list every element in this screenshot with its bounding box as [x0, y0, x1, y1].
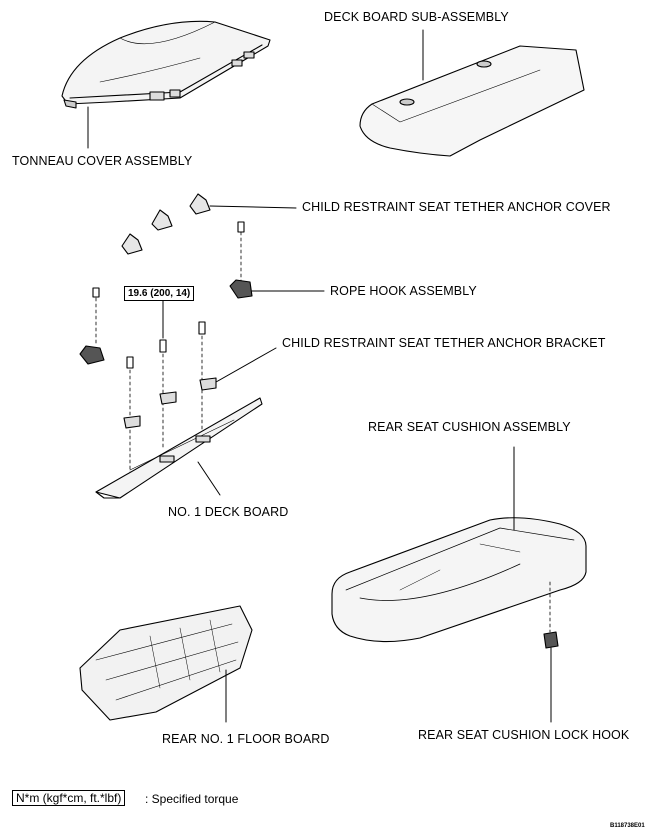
tonneau-cover-part — [61, 20, 271, 149]
torque-spec-box: 19.6 (200, 14) — [124, 286, 195, 301]
deck-board-sub-part — [359, 29, 585, 157]
label-no1-deck-board: NO. 1 DECK BOARD — [168, 505, 289, 519]
rear-no1-floor-board-part — [79, 605, 253, 723]
bolts-and-brackets — [123, 299, 277, 479]
label-tonneau-cover-assembly: TONNEAU COVER ASSEMBLY — [12, 154, 193, 168]
rope-hook-part — [79, 221, 325, 365]
label-rear-seat-cushion-lock-hook: REAR SEAT CUSHION LOCK HOOK — [418, 728, 630, 742]
label-deck-board-sub-assembly: DECK BOARD SUB-ASSEMBLY — [324, 10, 509, 24]
legend-unit-box: N*m (kgf*cm, ft.*lbf) — [12, 790, 126, 806]
label-rear-seat-cushion-assembly: REAR SEAT CUSHION ASSEMBLY — [368, 420, 571, 434]
no1-deck-board-part — [95, 397, 263, 499]
label-rear-no1-floor-board: REAR NO. 1 FLOOR BOARD — [162, 732, 330, 746]
tether-anchor-covers — [121, 193, 297, 255]
legend-description: : Specified torque — [145, 792, 239, 806]
figure-reference-code: B118738E01 — [610, 823, 645, 829]
label-rope-hook-assembly: ROPE HOOK ASSEMBLY — [330, 284, 477, 298]
rear-seat-cushion-part — [331, 446, 587, 723]
label-tether-anchor-cover: CHILD RESTRAINT SEAT TETHER ANCHOR COVER — [302, 200, 611, 214]
label-tether-anchor-bracket: CHILD RESTRAINT SEAT TETHER ANCHOR BRACK… — [282, 336, 606, 350]
